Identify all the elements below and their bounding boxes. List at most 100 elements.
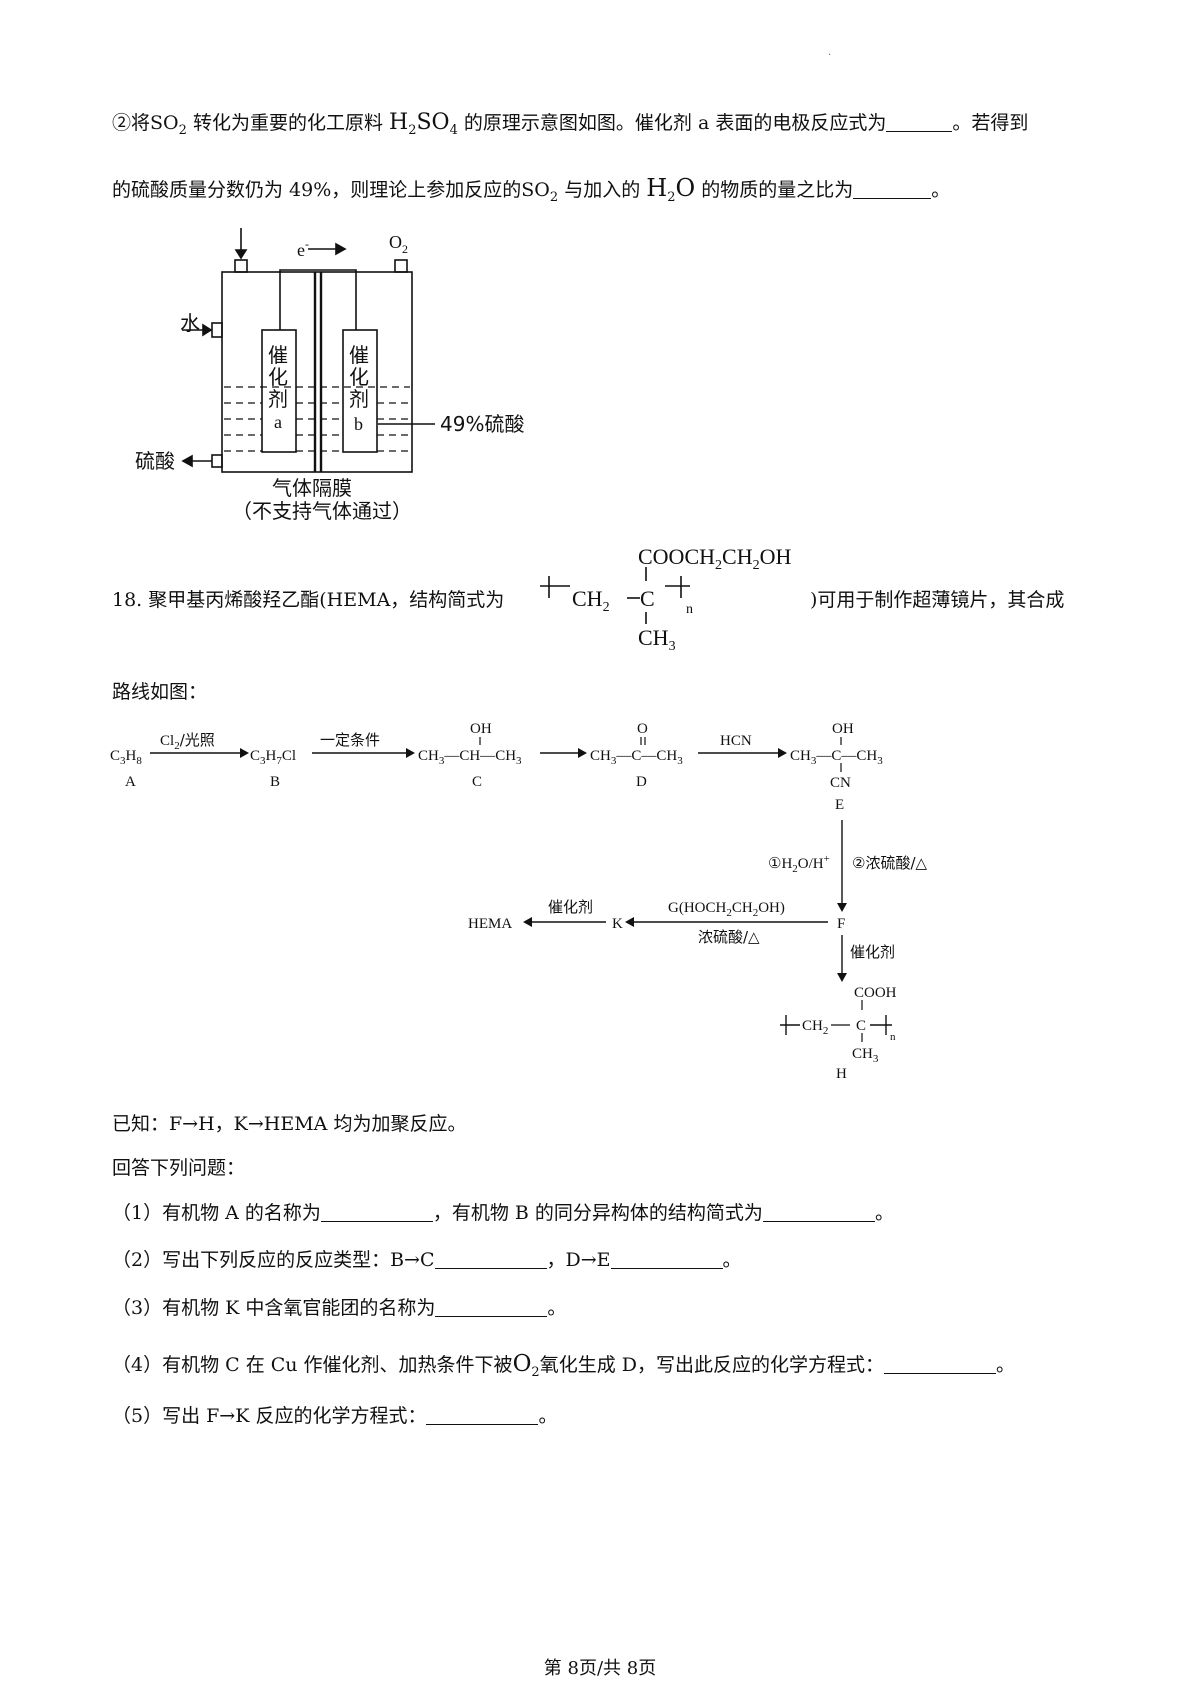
answer-blank[interactable] xyxy=(883,1355,996,1374)
hema-c: C xyxy=(640,586,655,611)
electron-arrow-icon xyxy=(335,242,347,256)
arrow-icon xyxy=(406,748,415,758)
text: 。 xyxy=(995,1354,1015,1376)
hema-ch2: CH2 xyxy=(572,586,610,615)
text: （1）有机物 A 的名称为 xyxy=(112,1202,321,1224)
text: 。 xyxy=(538,1405,558,1427)
compound-e-oh: OH xyxy=(832,721,854,737)
water-label: 水 xyxy=(180,311,200,335)
compound-c-oh: OH xyxy=(470,721,492,737)
compound-a-label: A xyxy=(125,774,136,790)
answer-prompt: 回答下列问题： xyxy=(112,1154,245,1182)
answer-blank[interactable] xyxy=(762,1203,875,1222)
question-1: （1）有机物 A 的名称为 ，有机物 B 的同分异构体的结构简式为 。 xyxy=(112,1199,894,1227)
membrane-label: 气体隔膜 xyxy=(272,476,352,500)
answer-blank[interactable] xyxy=(886,113,953,132)
hema-label: HEMA xyxy=(468,916,512,932)
question-5: （5）写出 F→K 反应的化学方程式：。 xyxy=(112,1402,557,1430)
arrow-icon xyxy=(778,748,787,758)
outlet-label: 硫酸 xyxy=(135,449,175,473)
compound-c-label: C xyxy=(472,774,482,790)
text: 。 xyxy=(874,1202,894,1224)
text: ②将 xyxy=(112,112,151,134)
subscript: 4 xyxy=(449,123,458,138)
compound-b-label: B xyxy=(270,774,280,790)
page-footer: 第 8页/共 8页 xyxy=(543,1658,657,1679)
compound-d-label: D xyxy=(636,774,647,790)
down-arrow-icon xyxy=(837,903,847,912)
cat-b-char: 催 xyxy=(349,343,369,367)
text: ，有机物 B 的同分异构体的结构简式为 xyxy=(432,1202,763,1224)
polymer-h-label: H xyxy=(836,1066,847,1082)
external-wire xyxy=(279,269,357,330)
answer-blank[interactable] xyxy=(435,1298,548,1317)
answer-blank[interactable] xyxy=(610,1250,723,1269)
left-arrow-icon xyxy=(625,917,634,927)
formula: SO xyxy=(150,112,179,134)
formula: SO xyxy=(416,110,450,135)
acid-outlet xyxy=(211,454,223,468)
condition-dehydration: ②浓硫酸/△ xyxy=(852,854,928,872)
polymer-h-n: n xyxy=(890,1031,896,1043)
hema-ch3: CH3 xyxy=(638,625,676,654)
inlet-left xyxy=(234,259,248,273)
question-4: （4）有机物 C 在 Cu 作催化剂、加热条件下被O2氧化生成 D，写出此反应的… xyxy=(112,1350,1015,1387)
inlet-o2 xyxy=(394,259,408,273)
answer-blank[interactable] xyxy=(434,1250,547,1269)
text: 。 xyxy=(547,1297,567,1319)
formula: O xyxy=(512,1351,532,1377)
condition-g-below: 浓硫酸/△ xyxy=(698,928,760,946)
water-inlet xyxy=(211,322,223,338)
cat-a-char: 剂 xyxy=(268,387,288,411)
text: ，D→E xyxy=(546,1249,611,1271)
q18-intro-left: 18. 聚甲基丙烯酸羟乙酯(HEMA，结构简式为 xyxy=(112,586,504,614)
compound-k-label: K xyxy=(612,916,623,932)
formula: SO xyxy=(521,179,550,201)
q18-intro-right: )可用于制作超薄镜片，其合成 xyxy=(810,586,1064,614)
condition-g: G(HOCH2CH2OH) xyxy=(668,900,785,919)
subscript: 2 xyxy=(178,123,187,138)
cat-a-char: 催 xyxy=(268,343,288,367)
cat-a-letter: a xyxy=(274,412,282,432)
condition-hydrolysis: ①H2O/H+ xyxy=(768,853,830,875)
subscript: 2 xyxy=(531,1365,540,1380)
compound-b-formula: C3H7Cl xyxy=(250,748,296,767)
text: 。 xyxy=(722,1249,742,1271)
acid-concentration-label: 49%硫酸 xyxy=(440,412,524,436)
membrane-note: （不支持气体通过） xyxy=(232,499,412,523)
compound-e-label: E xyxy=(835,797,844,813)
arrow-icon xyxy=(240,748,249,758)
answer-blank[interactable] xyxy=(426,1406,539,1425)
hema-n: n xyxy=(686,602,693,617)
polymer-h-c: C xyxy=(856,1018,866,1034)
cell-container xyxy=(221,271,413,473)
subscript: 2 xyxy=(667,190,676,205)
condition-2: 一定条件 xyxy=(320,731,380,749)
answer-blank[interactable] xyxy=(320,1203,433,1222)
text: 18. 聚甲基丙烯酸羟乙酯(HEMA，结构简式为 xyxy=(112,589,505,611)
condition-cl2: Cl2/光照 xyxy=(160,731,215,752)
right-arrow-icon xyxy=(202,323,213,337)
condition-hcn: HCN xyxy=(720,733,752,749)
text: 氧化生成 D，写出此反应的化学方程式： xyxy=(539,1354,884,1376)
catalyst-b xyxy=(342,329,378,453)
text: 。 xyxy=(931,179,951,201)
q17-line1: ②将SO2 转化为重要的化工原料 H2SO4 的原理示意图如图。催化剂 a 表面… xyxy=(112,109,1028,145)
q17-line2: 的硫酸质量分数仍为 49%，则理论上参加反应的SO2 与加入的 H2O 的物质的… xyxy=(112,174,950,212)
cat-b-char: 化 xyxy=(349,365,369,389)
text: （2）写出下列反应的反应类型：B→C xyxy=(112,1249,435,1271)
condition-catalyst-2: 催化剂 xyxy=(850,943,895,961)
text: 转化为重要的化工原料 xyxy=(192,112,383,134)
answer-blank[interactable] xyxy=(853,180,932,199)
formula: H xyxy=(389,110,409,135)
cat-b-letter: b xyxy=(354,414,363,434)
question-2: （2）写出下列反应的反应类型：B→C ，D→E 。 xyxy=(112,1246,742,1274)
compound-f-label: F xyxy=(837,916,845,932)
electrolyte-lines xyxy=(224,386,410,452)
subscript: 2 xyxy=(549,190,559,205)
text: 已知：F→H，K→HEMA 均为加聚反应。 xyxy=(112,1113,467,1135)
known-statement: 已知：F→H，K→HEMA 均为加聚反应。 xyxy=(112,1110,466,1138)
